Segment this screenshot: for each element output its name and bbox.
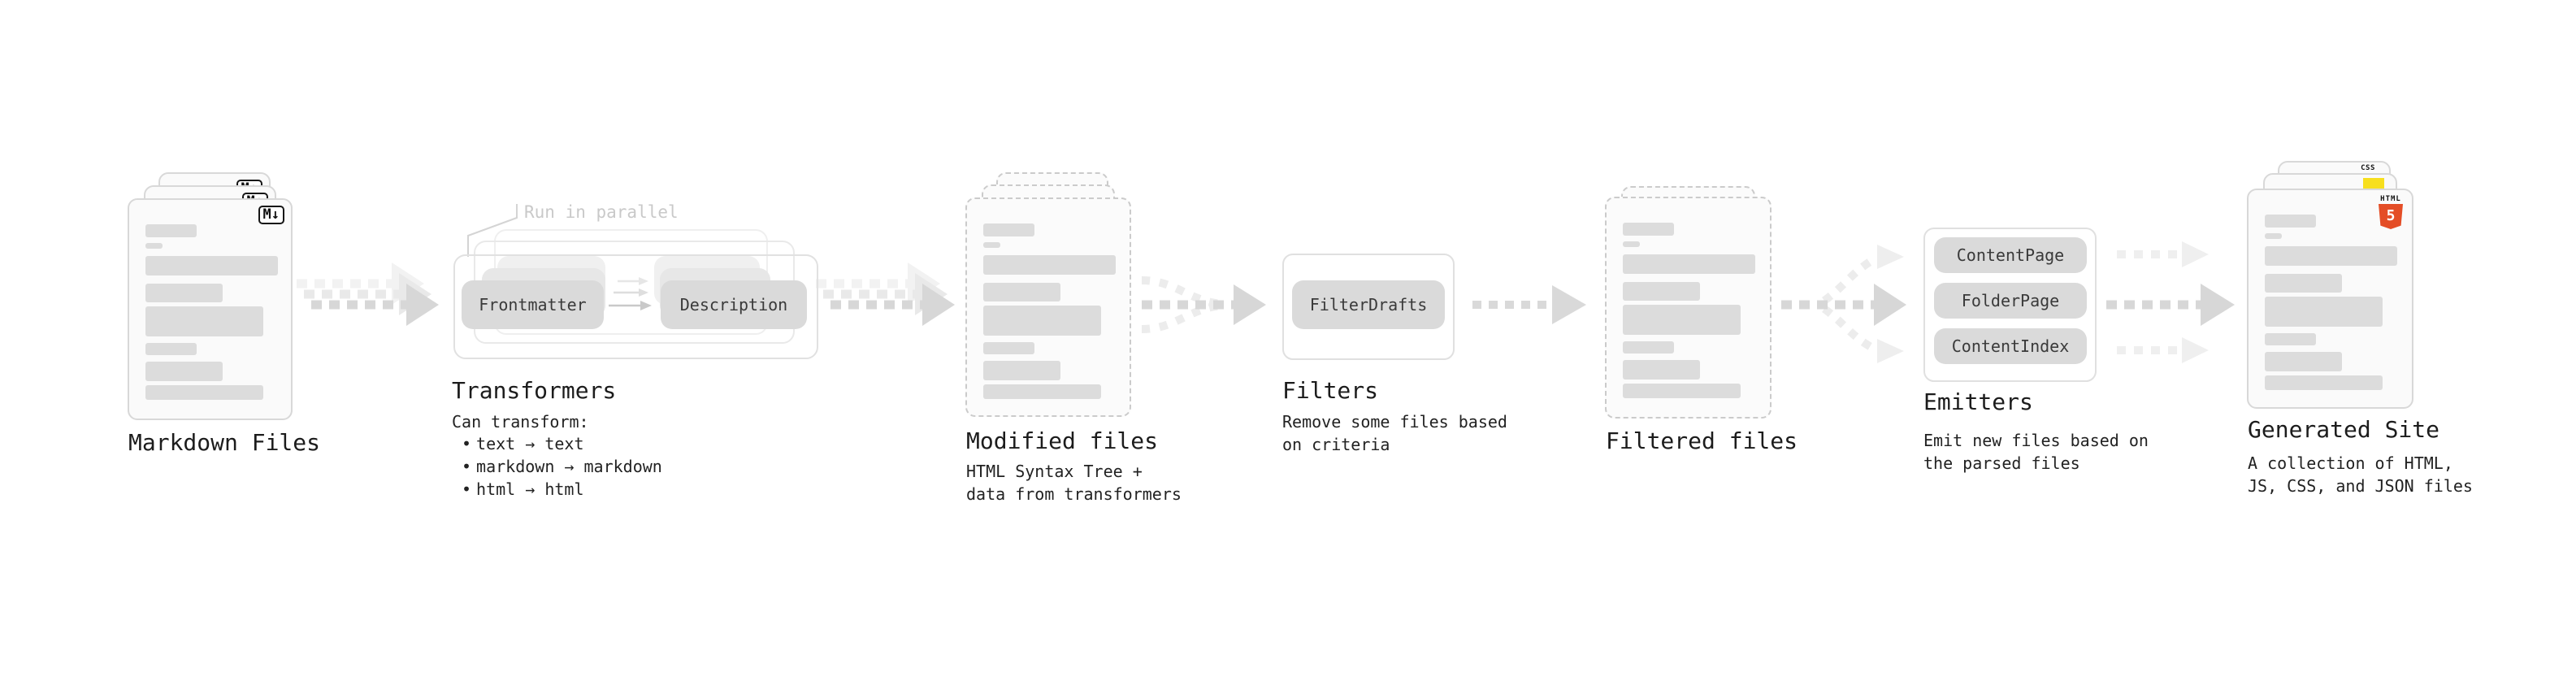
bullet-text: text → text: [476, 434, 584, 453]
transform-bullet-2: • markdown → markdown: [462, 457, 662, 476]
transformer-box: [453, 254, 818, 359]
document-content-placeholder: [2249, 190, 2412, 407]
bullet-text: markdown → markdown: [476, 457, 662, 476]
generated-site-label: Generated Site: [2248, 416, 2440, 443]
document-content-placeholder: [967, 199, 1130, 415]
frontmatter-pill: Frontmatter: [462, 280, 604, 329]
transformers-intro: Can transform:: [452, 412, 589, 432]
description-pill: Description: [661, 280, 807, 329]
arrow-modified-to-filters: [1141, 276, 1266, 333]
markdown-files-label: Markdown Files: [128, 429, 321, 456]
emitters-description: Emit new files based on the parsed files: [1923, 431, 2149, 473]
folderpage-pill: FolderPage: [1934, 283, 2087, 319]
run-in-parallel-annotation: Run in parallel: [524, 202, 679, 222]
run-in-parallel-leader-line: [467, 204, 518, 257]
arrow-transformers-to-modified: [816, 262, 955, 326]
filters-label: Filters: [1282, 377, 1379, 404]
document-content-placeholder: [129, 200, 291, 419]
filterdrafts-pill: FilterDrafts: [1292, 280, 1445, 329]
document-content-placeholder: [1607, 198, 1770, 417]
bullet-text: html → html: [476, 479, 584, 499]
js-file-icon: [2363, 178, 2384, 189]
modified-file-card: [965, 197, 1131, 417]
emitters-label: Emitters: [1923, 388, 2033, 415]
html-file-card: HTML 5: [2247, 189, 2413, 409]
filters-description: Remove some files based on criteria: [1282, 412, 1507, 454]
transform-bullet-1: • text → text: [462, 434, 584, 453]
arrow-filtered-to-emitters: [1781, 245, 1906, 363]
transform-bullet-3: • html → html: [462, 479, 584, 499]
arrow-filters-to-filtered: [1472, 285, 1586, 324]
bullet-icon: •: [462, 457, 472, 476]
arrow-emitters-to-generated: [2106, 241, 2235, 363]
markdown-icon: M↓: [258, 206, 284, 224]
contentpage-pill: ContentPage: [1934, 237, 2087, 273]
modified-files-label: Modified files: [966, 427, 1159, 454]
transformer-parallel-arrows: [609, 277, 652, 310]
html5-icon: HTML 5: [2378, 195, 2404, 229]
generated-site-description: A collection of HTML, JS, CSS, and JSON …: [2248, 453, 2473, 496]
arrow-markdown-to-transformers: [297, 262, 439, 326]
bullet-icon: •: [462, 434, 472, 453]
filtered-files-label: Filtered files: [1606, 427, 1798, 454]
contentindex-pill: ContentIndex: [1934, 328, 2087, 364]
transformers-label: Transformers: [452, 377, 617, 404]
filtered-file-card: [1605, 197, 1772, 419]
markdown-file-card: M↓: [128, 198, 293, 420]
bullet-icon: •: [462, 479, 472, 499]
modified-files-description: HTML Syntax Tree + data from transformer…: [966, 462, 1182, 504]
